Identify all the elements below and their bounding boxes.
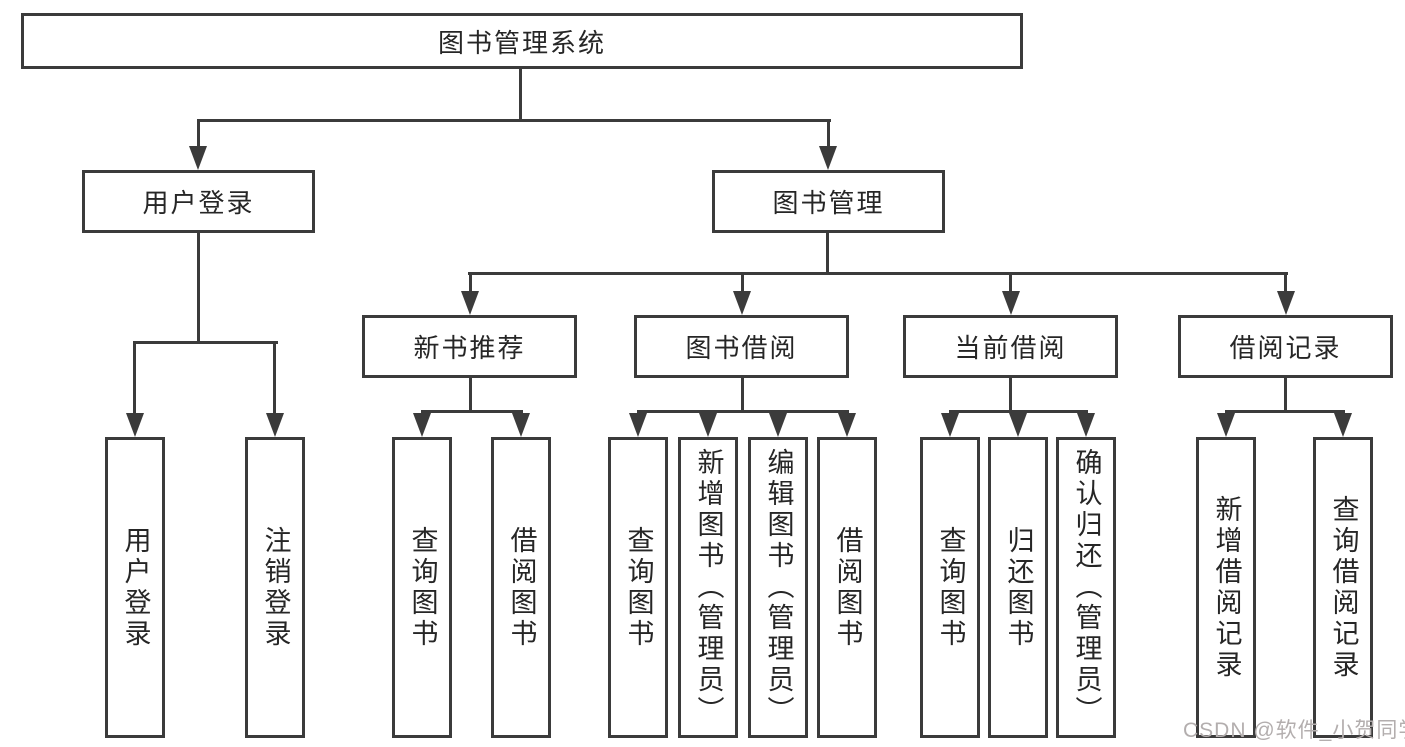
arrowhead-groupB-child3 <box>769 413 787 437</box>
arrowhead-leaf-logout <box>266 413 284 437</box>
leaf-borrow-books-recommend: 借阅图书 <box>491 437 551 738</box>
node-current-borrow: 当前借阅 <box>903 315 1118 378</box>
arrowhead-groupA-child2 <box>512 413 530 437</box>
leaf-borrow-books: 借阅图书 <box>817 437 877 738</box>
leaf-user-login: 用户登录 <box>105 437 165 738</box>
connector-to-current-borrow <box>1009 272 1012 294</box>
arrowhead-groupB-child1 <box>629 413 647 437</box>
connector-groupD-stem <box>1284 378 1287 410</box>
leaf-logout: 注销登录 <box>245 437 305 738</box>
connector-book-mgmt-stem <box>826 233 829 272</box>
node-book-management: 图书管理 <box>712 170 945 233</box>
connector-groupB-hbar <box>637 410 849 413</box>
leaf-query-books-recommend: 查询图书 <box>392 437 452 738</box>
connector-user-login-stem <box>197 233 200 341</box>
node-user-login: 用户登录 <box>82 170 315 233</box>
leaf-query-borrow-record: 查询借阅记录 <box>1313 437 1373 738</box>
leaf-edit-book-admin: 编辑图书（管理员） <box>748 437 808 738</box>
connector-to-leaf-logout <box>273 341 276 416</box>
leaf-query-books-borrow: 查询图书 <box>608 437 668 738</box>
node-book-borrow: 图书借阅 <box>634 315 849 378</box>
csdn-watermark: CSDN @软件_小贺同学 <box>1183 719 1405 742</box>
arrowhead-groupB-child2 <box>699 413 717 437</box>
node-new-book-recommend: 新书推荐 <box>362 315 577 378</box>
arrowhead-leaf-user-login <box>126 413 144 437</box>
arrowhead-groupB-child4 <box>838 413 856 437</box>
leaf-add-book-admin: 新增图书（管理员） <box>678 437 738 738</box>
leaf-return-book: 归还图书 <box>988 437 1048 738</box>
connector-to-new-book <box>469 272 472 294</box>
arrowhead-groupC-child1 <box>941 413 959 437</box>
connector-to-borrow-records <box>1284 272 1287 294</box>
arrowhead-groupC-child3 <box>1077 413 1095 437</box>
leaf-query-books-current: 查询图书 <box>920 437 980 738</box>
arrowhead-groupC-child2 <box>1009 413 1027 437</box>
connector-to-book-management <box>827 119 830 149</box>
connector-to-book-borrow <box>741 272 744 294</box>
arrowhead-groupD-child2 <box>1334 413 1352 437</box>
arrowhead-groupA-child1 <box>413 413 431 437</box>
arrowhead-borrow-records <box>1277 291 1295 315</box>
connector-root-stem <box>519 69 522 120</box>
arrowhead-groupD-child1 <box>1217 413 1235 437</box>
leaf-add-borrow-record: 新增借阅记录 <box>1196 437 1256 738</box>
connector-root-hbar <box>197 119 831 122</box>
connector-groupB-stem <box>741 378 744 410</box>
arrowhead-new-book <box>461 291 479 315</box>
node-library-management-system: 图书管理系统 <box>21 13 1023 69</box>
node-borrow-records: 借阅记录 <box>1178 315 1393 378</box>
arrowhead-current-borrow <box>1002 291 1020 315</box>
arrowhead-book-management <box>819 146 837 170</box>
connector-groupC-stem <box>1009 378 1012 410</box>
connector-to-user-login <box>197 119 200 149</box>
arrowhead-book-borrow <box>733 291 751 315</box>
connector-user-login-hbar <box>133 341 278 344</box>
leaf-confirm-return-admin: 确认归还（管理员） <box>1056 437 1116 738</box>
connector-groupA-stem <box>469 378 472 410</box>
connector-groupD-hbar <box>1225 410 1345 413</box>
arrowhead-user-login <box>189 146 207 170</box>
connector-to-leaf-user-login <box>133 341 136 416</box>
connector-book-mgmt-hbar <box>468 272 1288 275</box>
connector-groupA-hbar <box>421 410 523 413</box>
